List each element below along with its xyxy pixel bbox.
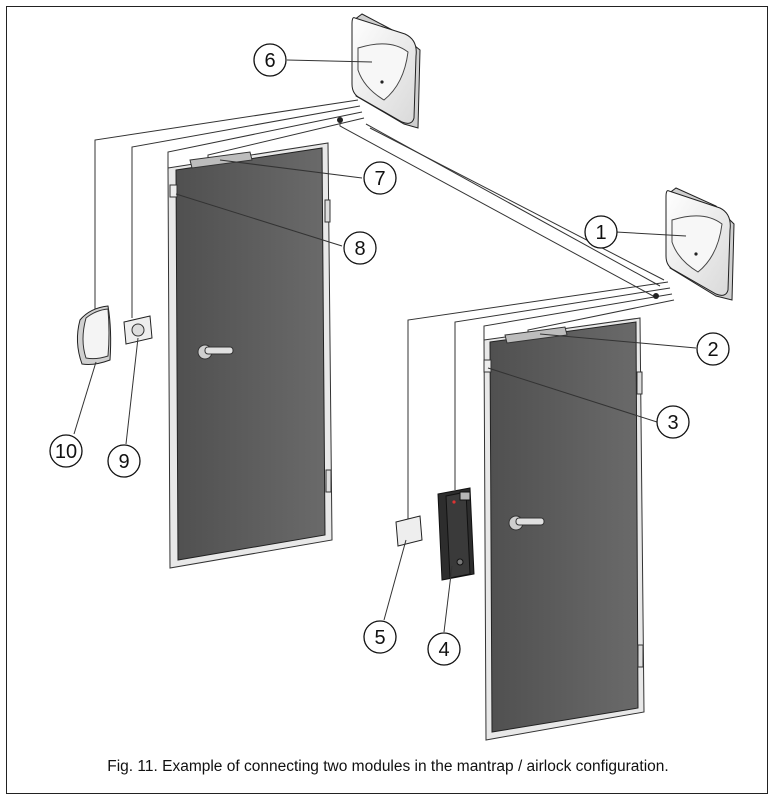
callout-number: 6 — [264, 50, 275, 72]
figure-caption: Fig. 11. Example of connecting two modul… — [107, 758, 669, 775]
junction-dot — [337, 117, 343, 123]
callout-number: 5 — [374, 627, 385, 649]
door-2 — [483, 317, 645, 741]
callout-5: 5 — [363, 620, 397, 654]
callout-circle — [363, 620, 397, 654]
exit-button-2 — [395, 515, 423, 547]
callout-leaders — [73, 59, 697, 633]
callout-1: 1 — [584, 215, 618, 249]
callout-4: 4 — [427, 632, 461, 666]
door-leaf — [489, 321, 639, 733]
callout-9: 9 — [107, 444, 141, 478]
callout-circle — [253, 43, 287, 77]
reader-1 — [76, 305, 112, 365]
door-contact — [169, 184, 178, 198]
callout-2: 2 — [696, 332, 730, 366]
callout-circle — [49, 434, 83, 468]
callout-circle — [363, 161, 397, 195]
junction-dot — [653, 293, 659, 299]
figure-border — [6, 6, 768, 794]
hinge — [637, 644, 644, 668]
reader-keypad-2 — [437, 487, 475, 581]
callout-circle — [427, 632, 461, 666]
module-controller-1 — [351, 13, 421, 129]
hinge — [325, 469, 332, 493]
callout-number: 8 — [354, 238, 365, 260]
callout-circle — [107, 444, 141, 478]
callout-circle — [656, 405, 690, 439]
callout-6: 6 — [253, 43, 287, 77]
callout-circle — [584, 215, 618, 249]
callouts: 1 2 3 4 5 6 7 8 9 10 — [49, 43, 730, 666]
door-1 — [167, 142, 333, 569]
callout-3: 3 — [656, 405, 690, 439]
callout-10: 10 — [49, 434, 83, 468]
door-handle — [508, 515, 545, 531]
callout-7: 7 — [363, 161, 397, 195]
callout-number: 3 — [667, 412, 678, 434]
callout-number: 9 — [118, 451, 129, 473]
callout-number: 7 — [374, 168, 385, 190]
callout-number: 10 — [55, 441, 77, 463]
callout-circle — [343, 231, 377, 265]
hinge — [324, 199, 331, 223]
module-controller-2 — [665, 187, 735, 301]
door-handle — [197, 344, 234, 360]
hinge — [636, 371, 643, 395]
callout-number: 1 — [595, 222, 606, 244]
callout-8: 8 — [343, 231, 377, 265]
callout-circle — [696, 332, 730, 366]
door-closer-sensor — [504, 326, 568, 344]
door-leaf — [175, 147, 326, 561]
callout-number: 2 — [707, 339, 718, 361]
callout-number: 4 — [438, 639, 449, 661]
door-contact — [483, 359, 492, 373]
exit-button-1 — [123, 315, 153, 345]
